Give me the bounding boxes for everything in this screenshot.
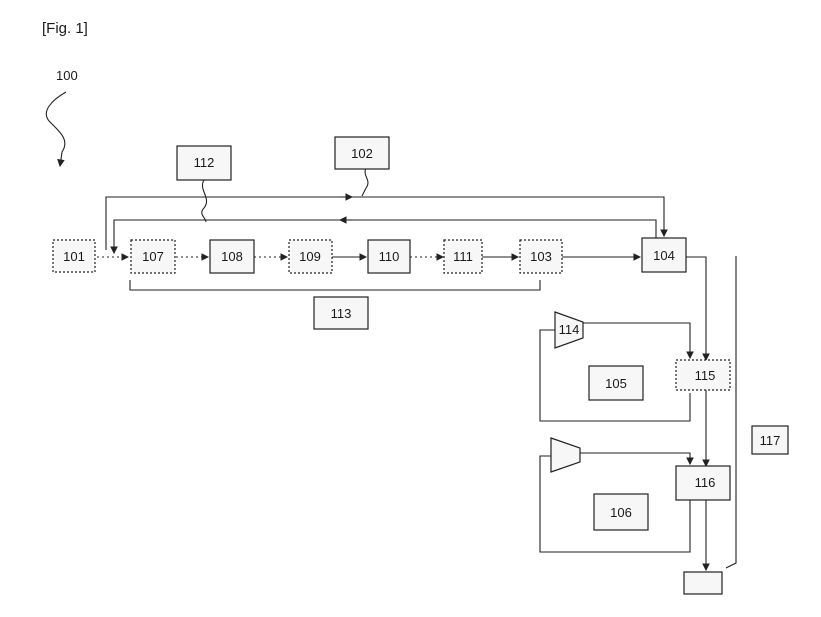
block-102: 102: [335, 137, 389, 169]
block-115-label: 115: [695, 368, 716, 383]
block-107: 107: [131, 240, 175, 273]
output-block: [684, 572, 722, 594]
block-115: 115: [676, 360, 730, 390]
block-104-label: 104: [653, 248, 675, 263]
block-110-label: 110: [379, 249, 400, 264]
block-117: 117: [752, 426, 788, 454]
block-102-label: 102: [351, 146, 373, 161]
block-101: 101: [53, 240, 95, 272]
block-117-label: 117: [760, 433, 781, 448]
block-106: 106: [594, 494, 648, 530]
connector-104-115: [686, 257, 706, 360]
block-109: 109: [289, 240, 332, 273]
block-111: 111: [444, 240, 482, 273]
block-113: 113: [314, 297, 368, 329]
block-113-label: 113: [331, 306, 352, 321]
bracket-117: [726, 256, 736, 568]
block-105-label: 105: [605, 376, 627, 391]
block-103: 103: [520, 240, 562, 273]
block-116-label: 116: [695, 475, 716, 490]
block-111-label: 111: [453, 249, 473, 264]
leader-112: [202, 180, 207, 222]
block-108-label: 108: [221, 249, 243, 264]
bracket-113: [130, 280, 540, 290]
block-103-label: 103: [530, 249, 552, 264]
leader-102: [362, 168, 368, 196]
block-110: 110: [368, 240, 410, 273]
block-107-label: 107: [142, 249, 164, 264]
compressor-icon: [551, 438, 580, 472]
block-108: 108: [210, 240, 254, 273]
block-105: 105: [589, 366, 643, 400]
loop-105-return: [583, 323, 690, 358]
block-101-label: 101: [63, 249, 85, 264]
reference-pointer-arrow: [46, 92, 66, 166]
block-114-label: 114: [559, 322, 580, 337]
block-104: 104: [642, 238, 686, 272]
block-112: 112: [177, 146, 231, 180]
block-109-label: 109: [299, 249, 321, 264]
block-106-label: 106: [610, 505, 632, 520]
block-112-label: 112: [194, 155, 215, 170]
loop-106-return: [580, 453, 690, 464]
block-116: 116: [676, 466, 730, 500]
